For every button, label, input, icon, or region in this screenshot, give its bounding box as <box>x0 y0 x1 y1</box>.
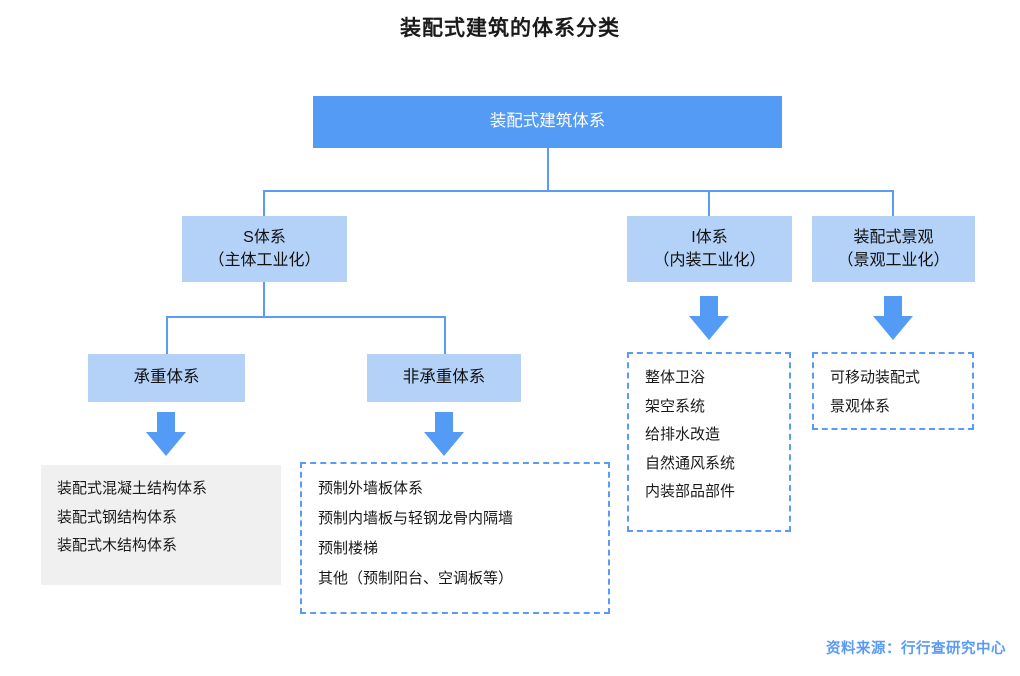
list-item: 可移动装配式 <box>830 369 921 386</box>
list-item: 整体卫浴 <box>645 369 706 386</box>
arrow-head <box>146 432 186 456</box>
list-item: 装配式钢结构体系 <box>57 508 178 526</box>
connector-level3-bus <box>166 316 446 318</box>
connector-to-landscape-system <box>892 190 894 216</box>
list-item: 景观体系 <box>830 397 891 415</box>
node-non-bearing-system[interactable]: 非承重体系 <box>367 354 521 402</box>
source-note: 资料来源：行行查研究中心 <box>826 641 1006 657</box>
panel-non-bearing-items: 预制外墙板体系 预制内墙板与轻钢龙骨内隔墙 预制楼梯 其他（预制阳台、空调板等） <box>300 462 610 614</box>
arrow-head <box>873 316 913 340</box>
node-non-bearing-system-label: 非承重体系 <box>402 368 486 387</box>
node-bearing-system[interactable]: 承重体系 <box>88 354 245 402</box>
arrow-shaft <box>884 296 902 318</box>
list-item: 其他（预制阳台、空调板等） <box>318 570 514 587</box>
arrow-shaft <box>700 296 718 318</box>
list-item: 装配式木结构体系 <box>57 537 178 554</box>
arrow-head <box>689 316 729 340</box>
node-landscape-system-line2: （景观工业化） <box>837 252 950 269</box>
list-item: 内装部品部件 <box>645 483 736 500</box>
down-arrow-landscape <box>873 296 913 340</box>
down-arrow-non-bearing <box>424 412 464 456</box>
list-item: 预制内墙板与轻钢龙骨内隔墙 <box>318 510 514 527</box>
node-i-system[interactable]: I体系 （内装工业化） <box>627 216 792 282</box>
list-item: 自然通风系统 <box>645 454 736 472</box>
node-bearing-system-label: 承重体系 <box>133 368 200 387</box>
connector-to-s-system <box>263 190 265 216</box>
node-i-system-line1: I体系 <box>691 228 728 246</box>
list-item: 预制外墙板体系 <box>318 480 424 497</box>
node-s-system-line1: S体系 <box>243 228 286 246</box>
panel-landscape-items: 可移动装配式 景观体系 <box>812 352 974 430</box>
node-root[interactable]: 装配式建筑体系 <box>313 96 782 148</box>
down-arrow-bearing <box>146 412 186 456</box>
node-s-system-line2: （主体工业化） <box>208 252 321 269</box>
node-s-system[interactable]: S体系 （主体工业化） <box>182 216 347 282</box>
panel-interior-items: 整体卫浴 架空系统 给排水改造 自然通风系统 内装部品部件 <box>627 352 791 532</box>
list-item: 架空系统 <box>645 397 706 415</box>
list-item: 给排水改造 <box>645 426 721 443</box>
arrow-head <box>424 432 464 456</box>
connector-to-bearing <box>166 316 168 355</box>
list-item: 装配式混凝土结构体系 <box>57 480 208 497</box>
connector-s-system-stem <box>263 282 265 317</box>
connector-level2-bus <box>263 190 894 192</box>
connector-to-non-bearing <box>444 316 446 355</box>
connector-to-i-system <box>708 190 710 216</box>
connector-root-stem <box>547 148 549 192</box>
list-item: 预制楼梯 <box>318 540 379 557</box>
panel-bearing-items: 装配式混凝土结构体系 装配式钢结构体系 装配式木结构体系 <box>41 465 281 585</box>
node-root-label: 装配式建筑体系 <box>489 112 606 131</box>
down-arrow-interior <box>689 296 729 340</box>
page-title: 装配式建筑的体系分类 <box>400 17 620 40</box>
node-landscape-system[interactable]: 装配式景观 （景观工业化） <box>812 216 975 282</box>
node-i-system-line2: （内装工业化） <box>653 252 766 269</box>
node-landscape-system-line1: 装配式景观 <box>853 228 934 246</box>
arrow-shaft <box>157 412 175 434</box>
arrow-shaft <box>435 412 453 434</box>
